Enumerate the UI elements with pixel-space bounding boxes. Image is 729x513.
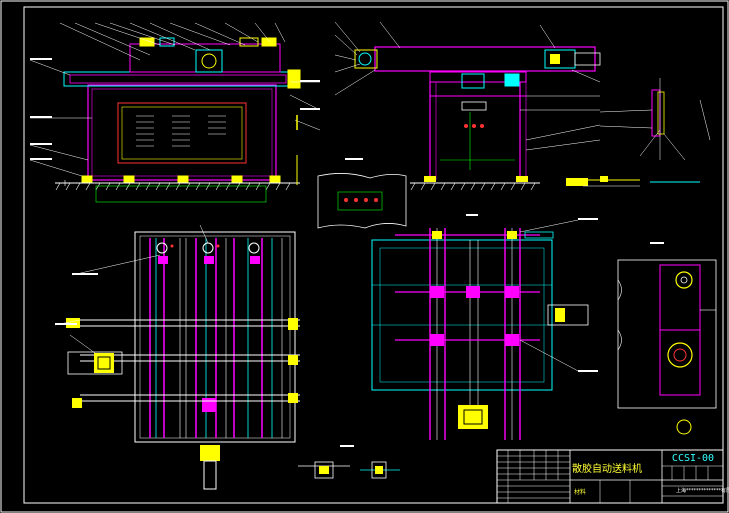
front-elevation xyxy=(29,22,321,203)
detail-view-right xyxy=(617,242,717,435)
drawing-code: CCSI-00 xyxy=(671,453,715,464)
material-label: 材料 xyxy=(574,489,587,496)
company-name: 上海**************有限公司 xyxy=(676,488,729,494)
title-block xyxy=(496,449,724,504)
drawing-border xyxy=(23,6,724,504)
detail-right-top xyxy=(583,78,711,187)
plan-view-left xyxy=(54,224,354,490)
detail-section xyxy=(317,173,407,229)
side-elevation xyxy=(334,21,601,191)
drawing-title: 散胶自动送料机 xyxy=(572,464,642,475)
plan-view-center xyxy=(371,214,598,440)
small-detail-bottom xyxy=(298,461,400,479)
